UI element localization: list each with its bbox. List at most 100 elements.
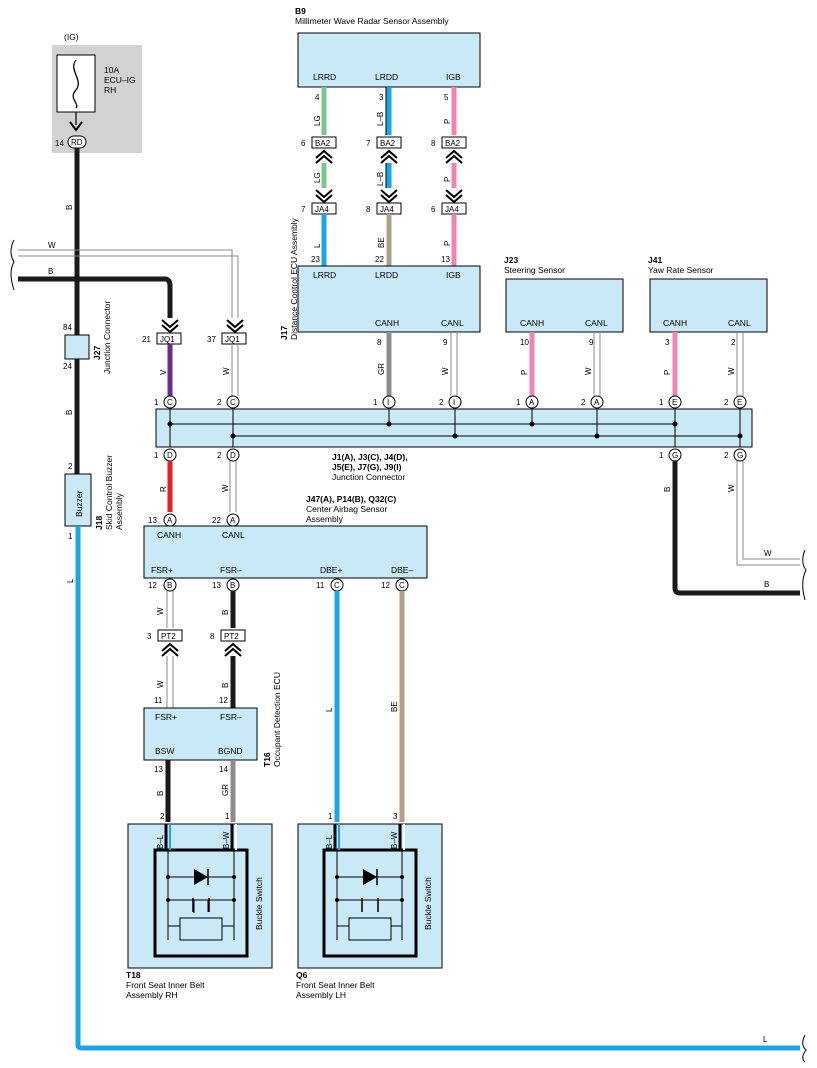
svg-text:G: G (737, 451, 743, 460)
svg-text:2: 2 (217, 398, 222, 407)
svg-text:1: 1 (154, 451, 159, 460)
wire-code: W (727, 484, 736, 492)
pt2-p1: 3 (147, 632, 152, 641)
wire-code: L (313, 243, 322, 248)
b9-t1: LRRD (313, 72, 336, 82)
wire-b-to-jq1 (18, 276, 173, 318)
j23-id: J23 (504, 255, 518, 265)
j47-t2: CANL (222, 530, 245, 540)
wire-code: GR (221, 784, 230, 796)
junction-id-2: J5(E), J7(G), J9(I) (332, 462, 402, 472)
ba2-label-3: BA2 (445, 139, 461, 148)
wire-code: B (65, 410, 74, 415)
q6-p2: 3 (393, 812, 398, 821)
svg-text:2: 2 (439, 398, 444, 407)
wire-code: W (156, 607, 165, 615)
j17-p3: 13 (441, 255, 450, 264)
t16-t1: FSR+ (155, 712, 177, 722)
wire-code: W (222, 367, 231, 375)
t18-switch-label: Buckle Switch (254, 877, 264, 930)
t16-p4: 14 (219, 765, 228, 774)
fuse-amp: 10A (104, 65, 119, 75)
pt2-p2: 8 (210, 632, 215, 641)
ba2-label-2: BA2 (380, 139, 396, 148)
q6-name: Front Seat Inner Belt (296, 980, 375, 990)
wire-code: W (221, 484, 230, 492)
j17-p5: 9 (443, 338, 448, 347)
j47-p3: 12 (148, 581, 157, 590)
q6-switch-label: Buckle Switch (423, 877, 433, 930)
b9-id: B9 (295, 6, 306, 16)
wire-code: B (221, 610, 230, 615)
j23-name: Steering Sensor (504, 265, 565, 275)
fuse-pin: 14 (55, 139, 64, 148)
t18-id: T18 (126, 970, 141, 980)
j47-t4: FSR– (220, 565, 242, 575)
j17-p1: 23 (311, 255, 320, 264)
wire-code: V (159, 369, 168, 375)
t16-p3: 13 (154, 765, 163, 774)
wire-code: W (441, 367, 450, 375)
ja4-label-3: JA4 (445, 205, 459, 214)
q6-buckle-assembly (297, 823, 443, 969)
svg-text:1: 1 (516, 398, 521, 407)
jq1-conn-2: JQ1 (225, 335, 240, 344)
j41-p2: 2 (731, 338, 736, 347)
j47-c2: A (230, 516, 236, 525)
t16-p1: 11 (154, 696, 163, 705)
j18-name-2: Assembly (114, 492, 124, 530)
j17-name: Distance Control ECU Assembly (289, 217, 299, 340)
q6-wire-1: B–L (325, 834, 334, 849)
j47-name: Center Airbag Sensor (306, 504, 387, 514)
j17-t1: LRRD (313, 270, 336, 280)
svg-text:E: E (672, 398, 677, 407)
svg-text:2: 2 (724, 398, 729, 407)
wire-code: W (727, 367, 736, 375)
wire-code: P (663, 370, 672, 375)
ja4-p3: 6 (431, 205, 436, 214)
wire-code: W (156, 680, 165, 688)
b9-p1: 4 (315, 93, 320, 102)
q6-id: Q6 (296, 970, 308, 980)
j18-pin-2: 1 (68, 532, 73, 541)
wire-code: B (663, 487, 672, 492)
j41-id: J41 (648, 255, 662, 265)
j17-id: J17 (279, 326, 289, 340)
t18-buckle-assembly (127, 823, 273, 969)
j23-t2: CANL (585, 318, 608, 328)
svg-text:G: G (672, 451, 678, 460)
j41-t1: CANH (663, 318, 687, 328)
wire-code: B (764, 580, 769, 589)
wire-code: L (763, 1035, 768, 1044)
junction-name: Junction Connector (332, 472, 405, 482)
wire-code: R (159, 486, 168, 492)
j47-c6: C (399, 581, 405, 590)
fuse-element (72, 59, 79, 109)
b9-box (297, 32, 481, 88)
svg-text:1: 1 (659, 451, 664, 460)
svg-text:2: 2 (581, 398, 586, 407)
t16-t2: FSR– (220, 712, 242, 722)
wire-code: BE (377, 237, 386, 248)
t18-wire-1: B–L (156, 834, 165, 849)
svg-text:2: 2 (724, 451, 729, 460)
j47-t1: CANH (157, 530, 181, 540)
wire-code: P (520, 370, 529, 375)
svg-text:C: C (167, 398, 173, 407)
svg-text:1: 1 (659, 398, 664, 407)
ja4-label-2: JA4 (380, 205, 394, 214)
ja4-p2: 8 (366, 205, 371, 214)
